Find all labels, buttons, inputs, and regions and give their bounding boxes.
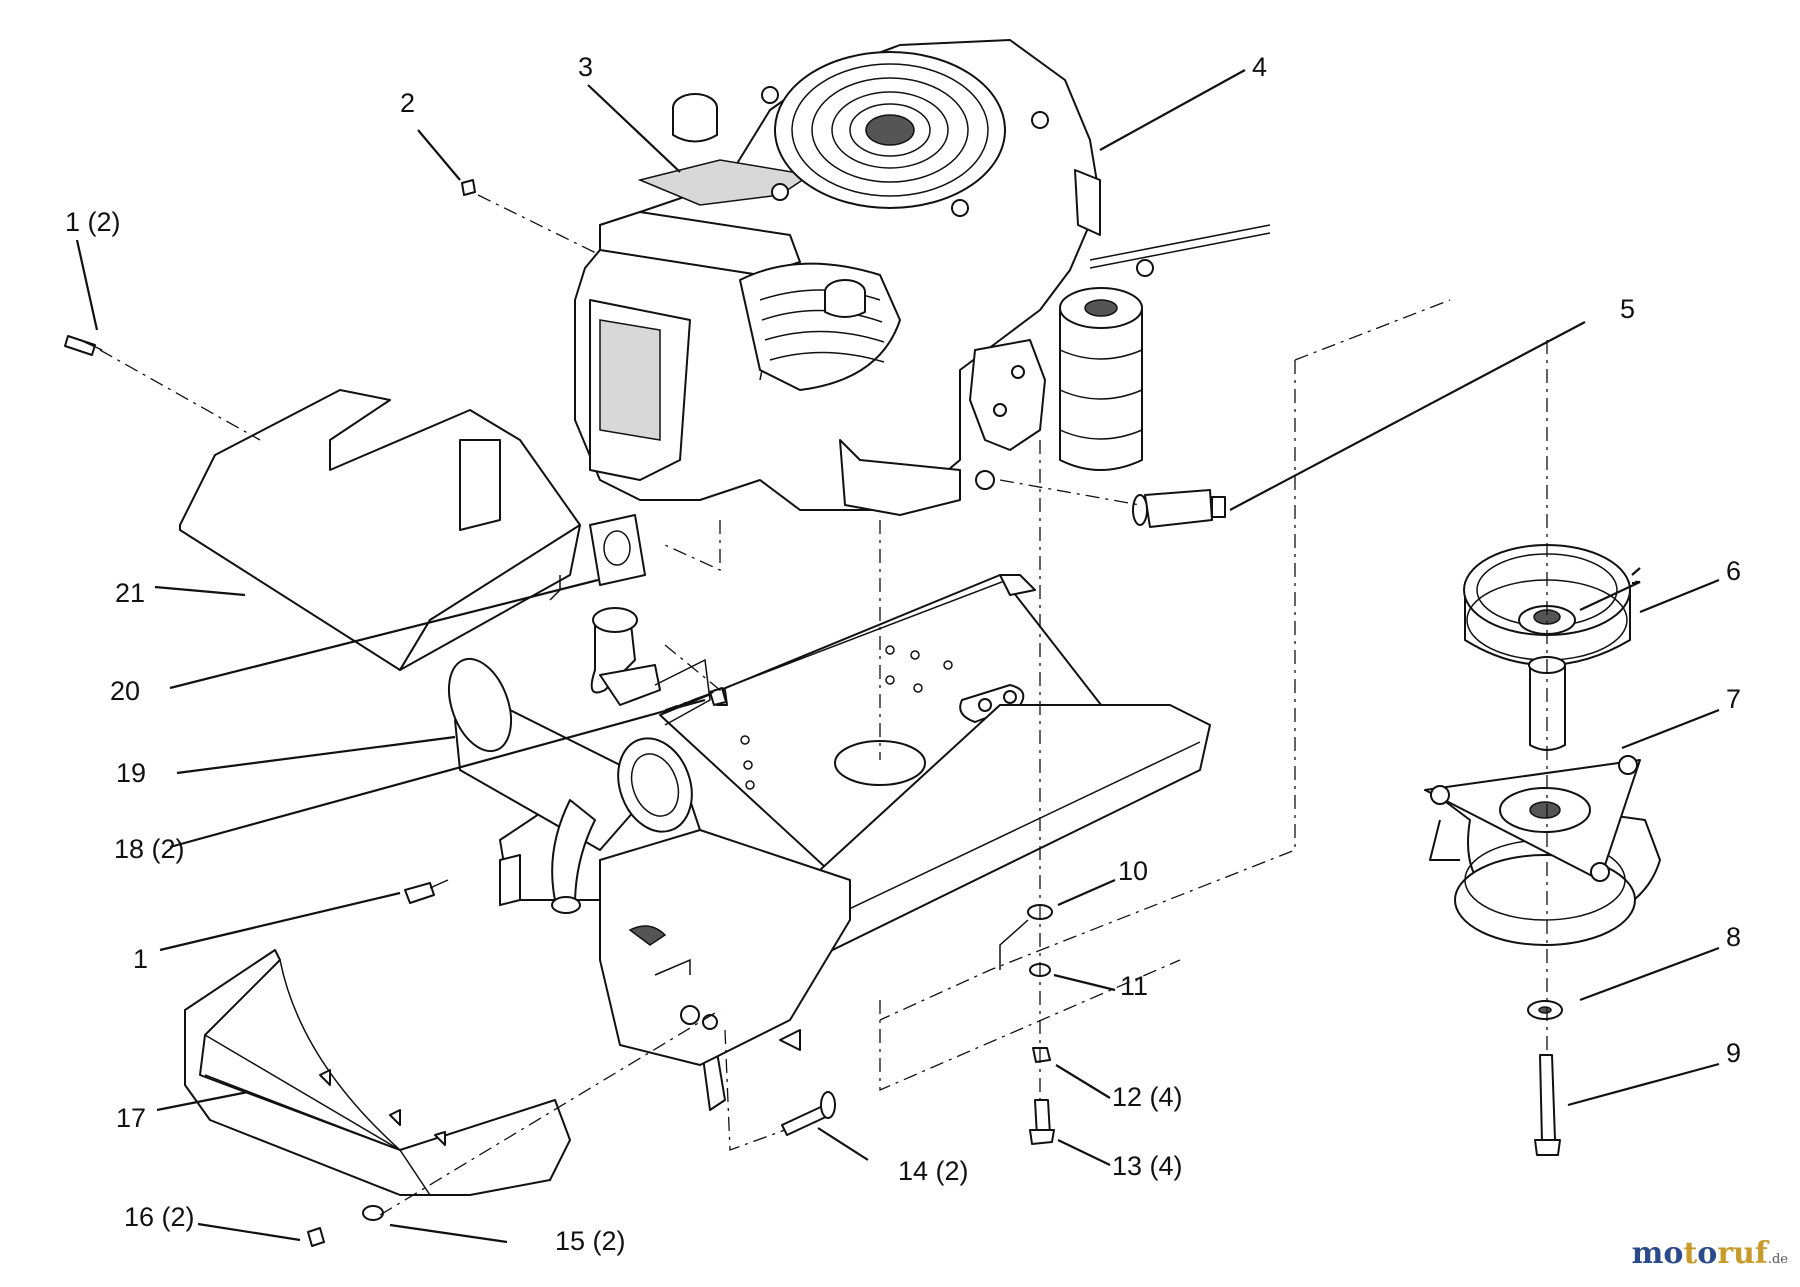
callout-4: 4 <box>1252 52 1267 82</box>
watermark-part: o <box>1697 1236 1718 1271</box>
callout-6: 6 <box>1726 556 1741 586</box>
callout-5: 5 <box>1620 294 1635 324</box>
callout-2: 2 <box>400 88 415 118</box>
callout-19: 19 <box>116 758 146 788</box>
bumper-drawing <box>184 949 571 1196</box>
callout-15: 15 (2) <box>555 1226 626 1256</box>
callout-11: 11 <box>1120 971 1148 1001</box>
engine-drawing <box>574 39 1271 516</box>
callout-14: 14 (2) <box>898 1156 969 1186</box>
callout-8: 8 <box>1726 922 1741 952</box>
watermark-part: ruf <box>1717 1236 1768 1271</box>
assembly-centerlines <box>99 194 1548 1216</box>
callout-21: 21 <box>115 578 145 608</box>
clutch-drawing <box>1424 755 1661 946</box>
callout-1-2: 1 (2) <box>65 207 121 237</box>
callout-10: 10 <box>1118 856 1148 886</box>
heat-shield-drawing <box>179 389 581 671</box>
callout-13: 13 (4) <box>1112 1151 1183 1181</box>
callout-7: 7 <box>1726 684 1741 714</box>
motoruf-watermark: motoruf.de <box>1632 1236 1788 1271</box>
watermark-part: mo <box>1631 1236 1684 1271</box>
hardware-drawing <box>64 179 1563 1247</box>
callout-1: 1 <box>133 944 148 974</box>
leader-lines <box>75 69 1720 1244</box>
frame-drawing <box>499 574 1211 1111</box>
callout-labels: 1 (2) 2 3 4 5 6 7 8 9 10 11 12 (4) 13 (4… <box>65 52 1741 1256</box>
callout-16: 16 (2) <box>124 1202 195 1232</box>
watermark-tld: .de <box>1767 1252 1788 1267</box>
callout-17: 17 <box>116 1103 146 1133</box>
callout-20: 20 <box>110 676 140 706</box>
callout-9: 9 <box>1726 1038 1741 1068</box>
pulley-drawing <box>1463 544 1631 751</box>
callout-3: 3 <box>578 52 593 82</box>
muffler-drawing <box>447 514 728 914</box>
callout-18: 18 (2) <box>114 834 185 864</box>
callout-12: 12 (4) <box>1112 1082 1183 1112</box>
watermark-part: t <box>1683 1236 1698 1271</box>
